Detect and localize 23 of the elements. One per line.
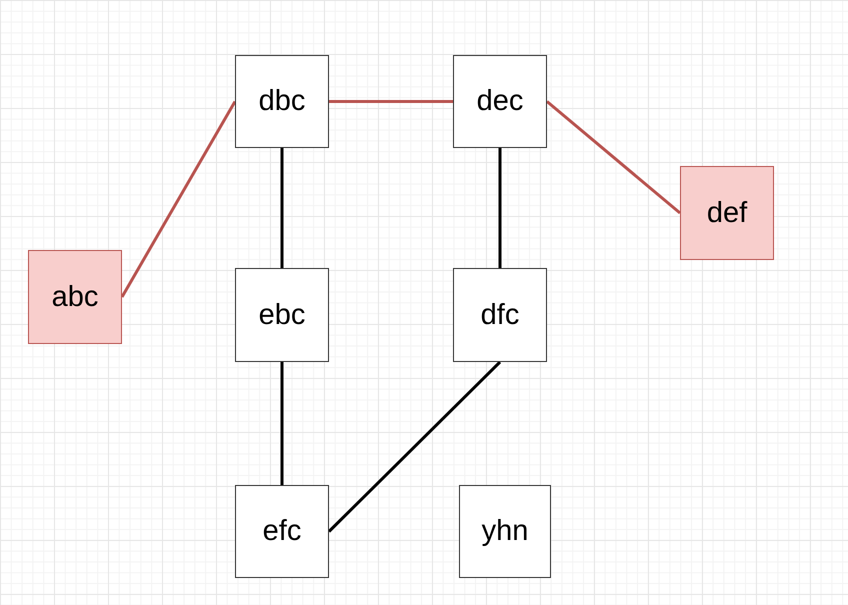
node-box [235, 268, 329, 362]
node-box [453, 268, 547, 362]
connector-line [329, 100, 453, 103]
connector-line [280, 148, 284, 268]
node-label: dfc [480, 298, 520, 332]
node-box [28, 250, 122, 344]
node-label: dec [476, 85, 524, 118]
connector-line [280, 362, 284, 485]
node-label: yhn [482, 515, 528, 548]
connector-line [498, 148, 502, 268]
connector-line [546, 100, 681, 214]
node-label: abc [52, 280, 98, 314]
node-box [235, 485, 329, 578]
node-box [453, 55, 547, 148]
node-label: def [706, 196, 748, 230]
node-box [680, 166, 774, 260]
node-label: dbc [258, 85, 306, 118]
connector-line [120, 100, 236, 298]
connector-line [328, 360, 502, 533]
node-box [235, 55, 329, 148]
node-box [459, 485, 551, 578]
node-label: efc [262, 515, 302, 548]
node-label: ebc [258, 298, 306, 332]
